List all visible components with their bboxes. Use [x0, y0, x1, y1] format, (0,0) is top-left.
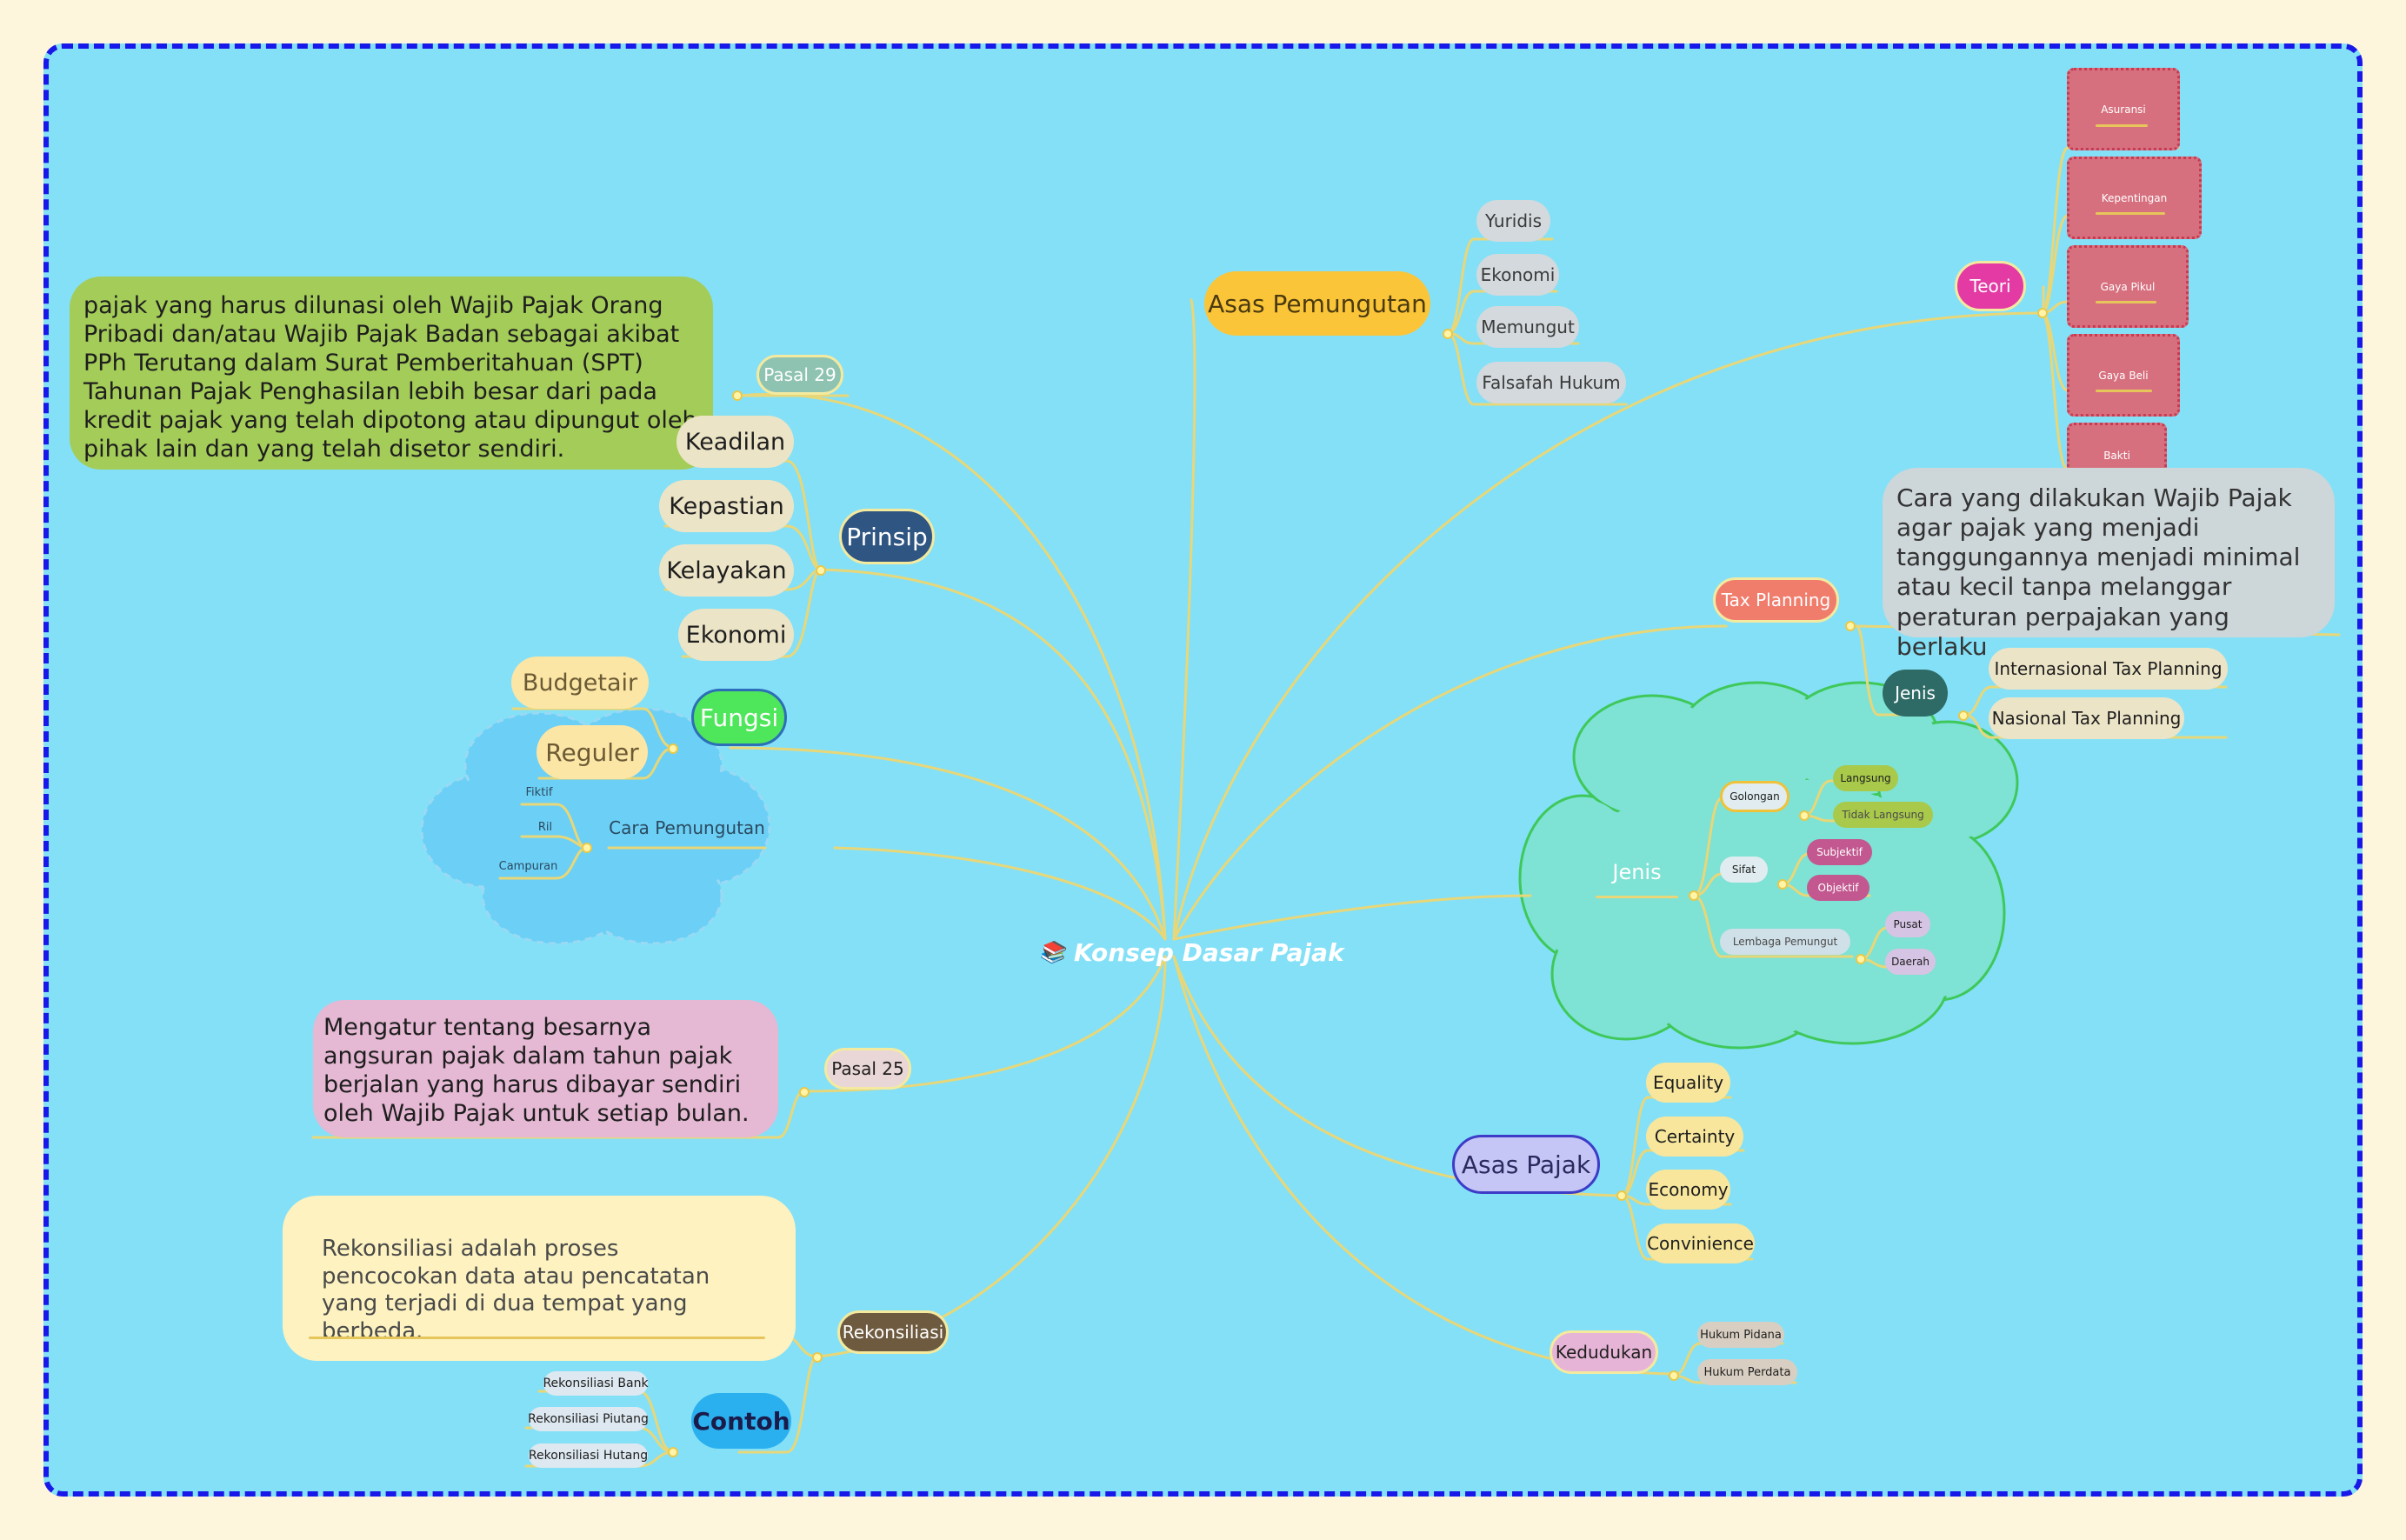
central-title: Konsep Dasar Pajak	[1073, 937, 1344, 967]
note-pasal-25-text: Mengatur tentang besarnya angsuran pajak…	[323, 1014, 750, 1127]
branch-fungsi[interactable]: Fungsi	[691, 689, 787, 746]
asas-pajak-item-certainty[interactable]: Certainty	[1646, 1117, 1743, 1157]
branch-prinsip[interactable]: Prinsip	[839, 509, 935, 564]
branch-pasal-29[interactable]: Pasal 29	[756, 355, 843, 395]
branch-asas-pemungutan[interactable]: Asas Pemungutan	[1204, 271, 1430, 336]
note-tax-planning[interactable]: Cara yang dilakukan Wajib Pajak agar paj…	[1883, 468, 2335, 661]
note-rekonsiliasi[interactable]: Rekonsiliasi adalah proses pencocokan da…	[283, 1196, 796, 1361]
jenis-sifat[interactable]: Sifat	[1720, 857, 1768, 883]
asas-pemungutan-item-memungut[interactable]: Memungut	[1476, 306, 1579, 348]
contoh-item-piutang[interactable]: Rekonsiliasi Piutang	[528, 1407, 649, 1431]
branch-contoh[interactable]: Contoh	[691, 1393, 791, 1449]
fungsi-item-reguler[interactable]: Reguler	[537, 725, 648, 779]
branch-cara-pemungutan[interactable]: Cara Pemungutan	[609, 817, 765, 838]
books-icon: 📚	[1039, 940, 1065, 964]
teori-item-kepentingan[interactable]: Kepentingan	[2067, 157, 2202, 239]
prinsip-item-ekonomi[interactable]: Ekonomi	[678, 609, 794, 661]
cara-item-ril[interactable]: Ril	[537, 820, 553, 834]
central-topic[interactable]: 📚 Konsep Dasar Pajak	[1039, 935, 1344, 970]
golongan-item-langsung[interactable]: Langsung	[1833, 765, 1898, 791]
asas-pemungutan-item-ekonomi[interactable]: Ekonomi	[1476, 254, 1559, 296]
note-pasal-25[interactable]: Mengatur tentang besarnya angsuran pajak…	[313, 1000, 778, 1137]
branch-asas-pajak[interactable]: Asas Pajak	[1452, 1135, 1600, 1194]
branch-jenis-tax-planning[interactable]: Jenis	[1883, 670, 1948, 717]
contoh-item-hutang[interactable]: Rekonsiliasi Hutang	[529, 1443, 648, 1468]
fungsi-item-budgetair[interactable]: Budgetair	[511, 657, 649, 709]
prinsip-item-kepastian[interactable]: Kepastian	[659, 480, 794, 532]
prinsip-item-keadilan[interactable]: Keadilan	[676, 416, 794, 468]
lembaga-item-daerah[interactable]: Daerah	[1885, 949, 1936, 975]
kedudukan-item-hukum-pidana[interactable]: Hukum Pidana	[1697, 1322, 1784, 1348]
lembaga-item-pusat[interactable]: Pusat	[1885, 911, 1930, 937]
branch-jenis[interactable]: Jenis	[1612, 860, 1662, 884]
asas-pemungutan-item-yuridis[interactable]: Yuridis	[1476, 200, 1550, 242]
teori-item-gaya-beli[interactable]: Gaya Beli	[2067, 334, 2180, 417]
contoh-item-bank[interactable]: Rekonsiliasi Bank	[543, 1371, 649, 1396]
branch-teori[interactable]: Teori	[1955, 261, 2026, 311]
cara-item-campuran[interactable]: Campuran	[498, 859, 558, 873]
branch-pasal-25[interactable]: Pasal 25	[824, 1048, 911, 1090]
asas-pemungutan-item-falsafah[interactable]: Falsafah Hukum	[1476, 362, 1626, 403]
jenis-tp-item-nasional[interactable]: Nasional Tax Planning	[1989, 697, 2184, 739]
kedudukan-item-hukum-perdata[interactable]: Hukum Perdata	[1697, 1359, 1797, 1385]
branch-kedudukan[interactable]: Kedudukan	[1550, 1330, 1658, 1374]
note-pasal-29[interactable]: pajak yang harus dilunasi oleh Wajib Paj…	[70, 277, 713, 470]
prinsip-item-kelayakan[interactable]: Kelayakan	[659, 544, 794, 597]
teori-item-gaya-pikul[interactable]: Gaya Pikul	[2067, 245, 2189, 328]
asas-pajak-item-convinience[interactable]: Convinience	[1646, 1223, 1755, 1263]
note-rekonsiliasi-text: Rekonsiliasi adalah proses pencocokan da…	[322, 1236, 710, 1345]
jenis-golongan[interactable]: Golongan	[1720, 781, 1790, 812]
note-pasal-29-text: pajak yang harus dilunasi oleh Wajib Paj…	[83, 292, 697, 463]
jenis-lembaga-pemungut[interactable]: Lembaga Pemungut	[1720, 929, 1850, 955]
note-tax-planning-text: Cara yang dilakukan Wajib Pajak agar paj…	[1896, 483, 2301, 661]
branch-tax-planning[interactable]: Tax Planning	[1713, 577, 1839, 623]
sifat-item-subjektif[interactable]: Subjektif	[1807, 839, 1872, 865]
golongan-item-tidak-langsung[interactable]: Tidak Langsung	[1833, 802, 1933, 828]
sifat-item-objektif[interactable]: Objektif	[1807, 875, 1869, 901]
jenis-tp-item-internasional[interactable]: Internasional Tax Planning	[1989, 648, 2228, 690]
teori-item-asuransi[interactable]: Asuransi	[2067, 68, 2180, 150]
cara-item-fiktif[interactable]: Fiktif	[525, 785, 553, 799]
asas-pajak-item-equality[interactable]: Equality	[1646, 1063, 1730, 1103]
branch-rekonsiliasi[interactable]: Rekonsiliasi	[837, 1310, 949, 1354]
asas-pajak-item-economy[interactable]: Economy	[1646, 1170, 1730, 1210]
